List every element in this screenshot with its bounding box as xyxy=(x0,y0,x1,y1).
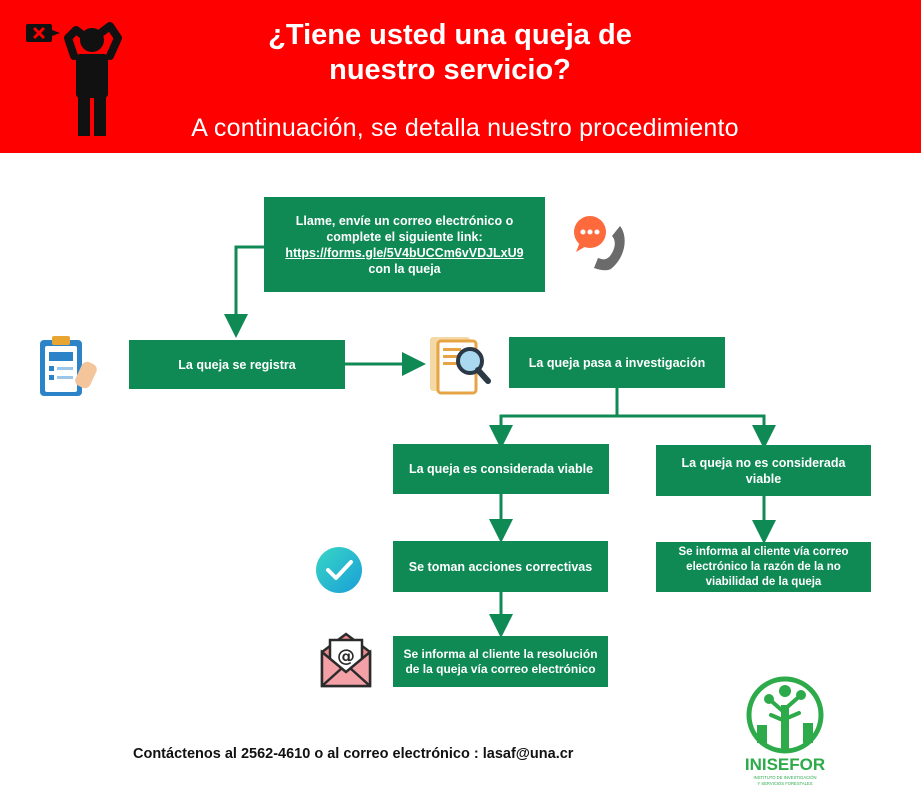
header-banner: ¿Tiene usted una queja de nuestro servic… xyxy=(0,0,921,153)
step-contact: Llame, envíe un correo electrónico o com… xyxy=(264,197,545,292)
phone-chat-icon xyxy=(570,212,634,281)
title-line-1: ¿Tiene usted una queja de xyxy=(268,19,632,51)
step-inform-not-viable: Se informa al cliente vía correo electró… xyxy=(656,542,871,592)
page-subtitle: A continuación, se detalla nuestro proce… xyxy=(191,114,739,142)
checkmark-icon xyxy=(315,546,363,599)
step-corrective-actions: Se toman acciones correctivas xyxy=(393,541,608,592)
step-inform-resolution: Se informa al cliente la resolución de l… xyxy=(393,636,608,687)
step-contact-line1: Llame, envíe un correo electrónico o xyxy=(295,213,514,228)
logo-name: INISEFOR xyxy=(745,755,825,774)
inisefor-logo: INISEFOR INSTITUTO DE INVESTIGACIÓN Y SE… xyxy=(735,665,835,790)
clipboard-icon xyxy=(34,332,102,405)
document-search-icon xyxy=(426,333,492,404)
svg-text:@: @ xyxy=(337,646,355,667)
svg-text:INSTITUTO DE INVESTIGACIÓN: INSTITUTO DE INVESTIGACIÓN xyxy=(754,775,817,780)
step-contact-line3: con la queja xyxy=(368,261,441,276)
svg-text:Y SERVICIOS FORESTALES: Y SERVICIOS FORESTALES xyxy=(757,781,812,786)
complaint-form-link[interactable]: https://forms.gle/5V4bUCCm6vVDJLxU9 xyxy=(285,245,524,260)
step-investigate: La queja pasa a investigación xyxy=(509,337,725,388)
page-title: ¿Tiene usted una queja de nuestro servic… xyxy=(160,18,740,88)
step-not-viable: La queja no es considerada viable xyxy=(656,445,871,496)
step-viable: La queja es considerada viable xyxy=(393,444,609,494)
email-icon: @ xyxy=(318,630,374,695)
tree-logo-icon: INISEFOR INSTITUTO DE INVESTIGACIÓN Y SE… xyxy=(745,676,825,786)
step-contact-line2: complete el siguiente link: xyxy=(326,229,483,244)
step-register: La queja se registra xyxy=(129,340,345,389)
complaint-person-icon xyxy=(22,16,137,141)
contact-info: Contáctenos al 2562-4610 o al correo ele… xyxy=(133,746,574,762)
title-line-2: nuestro servicio? xyxy=(329,54,571,86)
